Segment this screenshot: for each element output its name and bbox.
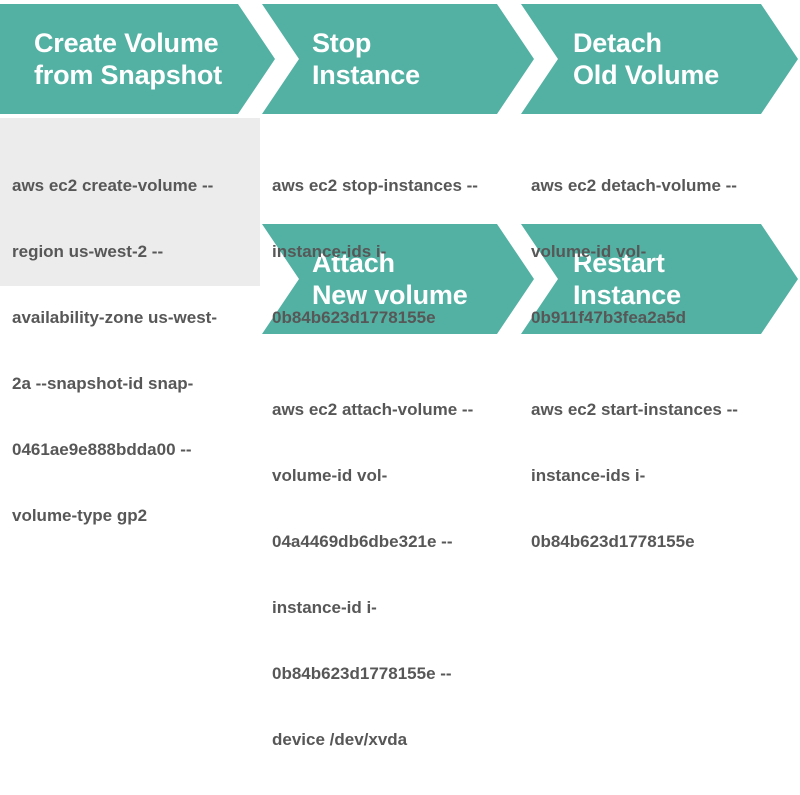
command-detach-volume: aws ec2 detach-volume -- volume-id vol- …	[531, 131, 737, 373]
command-line: volume-id vol-	[272, 466, 388, 485]
step-detach-volume-title: Detach Old Volume	[573, 4, 719, 114]
step-detach-volume-chevron: Detach Old Volume	[521, 4, 798, 114]
chevron-shape	[521, 4, 798, 114]
step-attach-volume-chevron: Attach New volume	[262, 224, 534, 334]
title-line: Attach	[312, 248, 395, 278]
command-start-instances: aws ec2 start-instances -- instance-ids …	[531, 355, 738, 597]
command-line: device /dev/xvda	[272, 730, 408, 749]
step-attach-volume-title: Attach New volume	[312, 224, 468, 334]
chevron-shape	[521, 224, 798, 334]
command-attach-volume: aws ec2 attach-volume -- volume-id vol- …	[272, 355, 473, 795]
command-line: availability-zone us-west-	[12, 308, 217, 327]
step-stop-instance-chevron: Stop Instance	[262, 4, 534, 114]
step-create-volume-title: Create Volume from Snapshot	[34, 4, 222, 114]
command-line: instance-id i-	[272, 598, 377, 617]
step-restart-instance-chevron: Restart Instance	[521, 224, 798, 334]
command-line: instance-ids i-	[272, 242, 387, 261]
command-line: 0b911f47b3fea2a5d	[531, 308, 686, 327]
title-line: from Snapshot	[34, 60, 222, 90]
title-line: Restart	[573, 248, 665, 278]
command-line: instance-ids i-	[531, 466, 646, 485]
title-line: Stop	[312, 28, 372, 58]
command-line: aws ec2 stop-instances --	[272, 176, 478, 195]
command-line: aws ec2 attach-volume --	[272, 400, 474, 419]
command-line: region us-west-2 --	[12, 242, 164, 261]
command-line: 2a --snapshot-id snap-	[12, 374, 194, 393]
title-line: Instance	[573, 280, 681, 310]
command-line: 0b84b623d1778155e	[531, 532, 695, 551]
title-line: Detach	[573, 28, 662, 58]
ebs-volume-replacement-flow: Create Volume from Snapshot Stop Instanc…	[0, 4, 798, 749]
step-stop-instance-title: Stop Instance	[312, 4, 420, 114]
chevron-shape	[0, 4, 275, 114]
command-line: volume-type gp2	[12, 506, 148, 525]
command-panel-create-volume	[0, 118, 260, 286]
command-line: aws ec2 create-volume --	[12, 176, 214, 195]
command-line: aws ec2 start-instances --	[531, 400, 738, 419]
title-line: Old Volume	[573, 60, 720, 90]
title-line: Create Volume	[34, 28, 219, 58]
chevron-shape	[262, 224, 534, 334]
command-line: 04a4469db6dbe321e --	[272, 532, 453, 551]
command-line: volume-id vol-	[531, 242, 647, 261]
command-stop-instances: aws ec2 stop-instances -- instance-ids i…	[272, 131, 478, 373]
command-line: 0b84b623d1778155e --	[272, 664, 452, 683]
step-restart-instance-title: Restart Instance	[573, 224, 681, 334]
step-create-volume-chevron: Create Volume from Snapshot	[0, 4, 275, 114]
command-create-volume: aws ec2 create-volume -- region us-west-…	[12, 131, 217, 571]
chevron-shape	[262, 4, 534, 114]
command-line: 0b84b623d1778155e	[272, 308, 436, 327]
command-line: 0461ae9e888bdda00 --	[12, 440, 192, 459]
command-line: aws ec2 detach-volume --	[531, 176, 737, 195]
title-line: Instance	[312, 60, 420, 90]
title-line: New volume	[312, 280, 468, 310]
